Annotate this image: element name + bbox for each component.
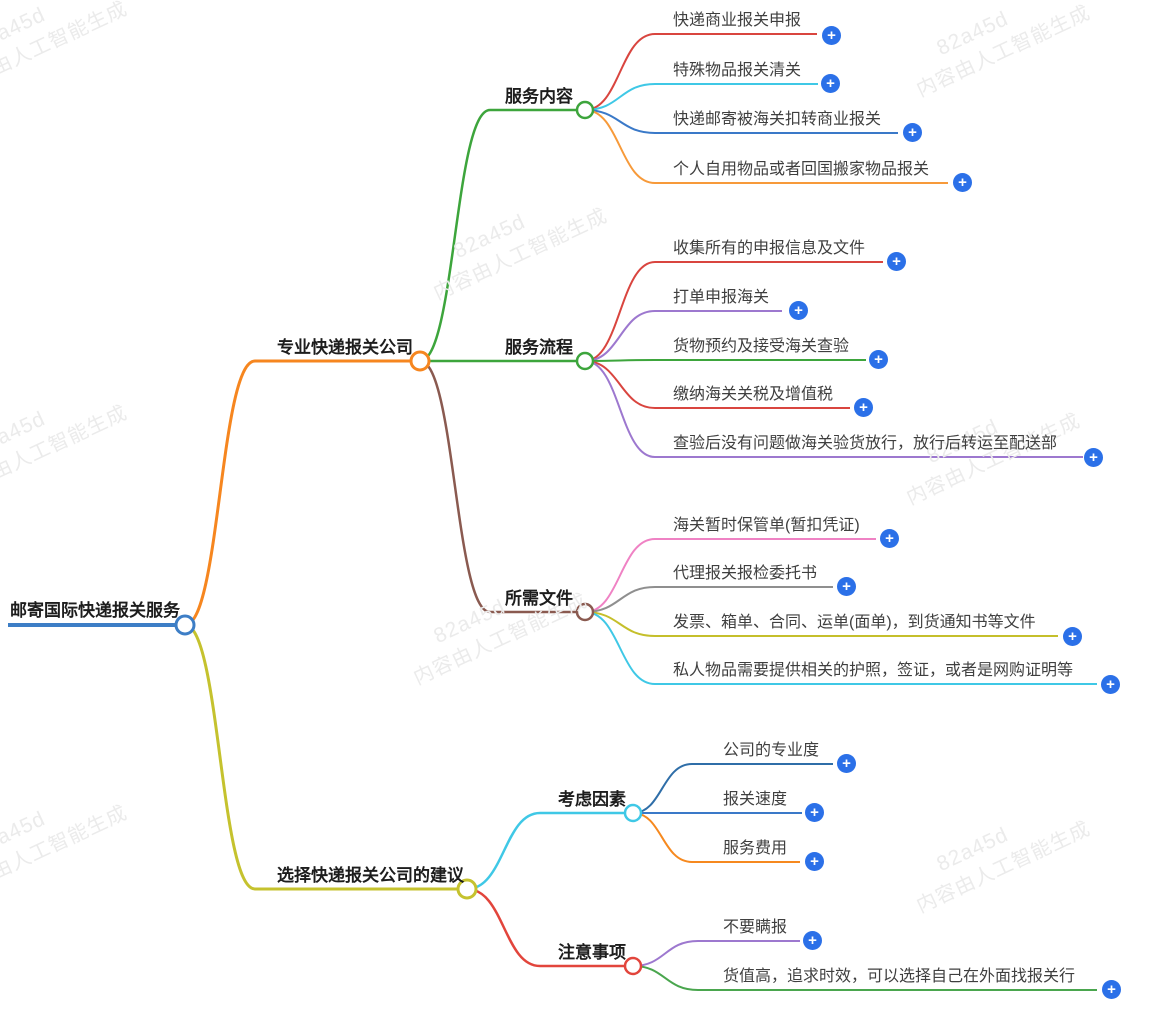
- leaf-line: [584, 310, 782, 362]
- leaf-label[interactable]: 查验后没有问题做海关验货放行，放行后转运至配送部: [673, 435, 1058, 452]
- plus-icon: +: [810, 804, 819, 821]
- node-toggle-service-process[interactable]: [575, 351, 595, 371]
- expand-button[interactable]: +: [1063, 627, 1082, 646]
- leaf-line: [584, 538, 876, 613]
- leaf-line: [632, 965, 1097, 991]
- node-service-process-label[interactable]: 服务流程: [505, 338, 573, 357]
- leaf-label[interactable]: 货物预约及接受海关查验: [673, 338, 850, 355]
- expand-button[interactable]: +: [1102, 980, 1121, 999]
- expand-button[interactable]: +: [887, 252, 906, 271]
- plus-icon: +: [892, 253, 901, 270]
- node-toggle-precautions[interactable]: [623, 956, 643, 976]
- plus-icon: +: [842, 578, 851, 595]
- branch-line-service-content: [419, 108, 577, 363]
- leaf-line: [584, 359, 866, 362]
- expand-button[interactable]: +: [789, 301, 808, 320]
- leaf-line: [584, 83, 818, 111]
- node-toggle-required-documents[interactable]: [575, 602, 595, 622]
- node-service-content-label[interactable]: 服务内容: [505, 87, 573, 106]
- leaf-label[interactable]: 服务费用: [723, 840, 788, 857]
- expand-button[interactable]: +: [953, 173, 972, 192]
- leaf-line: [584, 109, 948, 184]
- leaf-line: [584, 611, 1058, 637]
- plus-icon: +: [885, 530, 894, 547]
- leaf-label[interactable]: 快递商业报关申报: [673, 12, 802, 29]
- leaf-label[interactable]: 缴纳海关关税及增值税: [673, 386, 834, 403]
- leaf-label[interactable]: 公司的专业度: [723, 742, 820, 759]
- node-root-label[interactable]: 邮寄国际快递报关服务: [10, 601, 180, 620]
- node-toggle-consideration-factors[interactable]: [623, 803, 643, 823]
- plus-icon: +: [908, 124, 917, 141]
- plus-icon: +: [1106, 676, 1115, 693]
- plus-icon: +: [827, 27, 836, 44]
- leaf-line: [584, 611, 1097, 685]
- node-required-documents-label[interactable]: 所需文件: [505, 589, 573, 608]
- leaf-label[interactable]: 不要瞒报: [723, 919, 788, 936]
- leaf-label[interactable]: 报关速度: [723, 791, 788, 808]
- node-precautions-label[interactable]: 注意事项: [558, 943, 626, 962]
- expand-button[interactable]: +: [880, 529, 899, 548]
- expand-button[interactable]: +: [1084, 448, 1103, 467]
- leaf-label[interactable]: 个人自用物品或者回国搬家物品报关: [673, 161, 930, 178]
- leaf-line: [632, 940, 800, 967]
- plus-icon: +: [874, 351, 883, 368]
- expand-button[interactable]: +: [821, 74, 840, 93]
- expand-button[interactable]: +: [903, 123, 922, 142]
- leaf-label[interactable]: 海关暂时保管单(暂扣凭证): [673, 517, 860, 534]
- expand-button[interactable]: +: [869, 350, 888, 369]
- node-consideration-factors-label[interactable]: 考虑因素: [558, 790, 626, 809]
- plus-icon: +: [842, 755, 851, 772]
- leaf-label[interactable]: 收集所有的申报信息及文件: [673, 240, 866, 257]
- leaf-line: [584, 109, 898, 134]
- expand-button[interactable]: +: [803, 931, 822, 950]
- node-toggle-selection-advice[interactable]: [456, 878, 478, 900]
- plus-icon: +: [808, 932, 817, 949]
- leaf-label[interactable]: 打单申报海关: [673, 289, 770, 306]
- expand-button[interactable]: +: [805, 803, 824, 822]
- leaf-line: [632, 812, 800, 863]
- plus-icon: +: [1068, 628, 1077, 645]
- expand-button[interactable]: +: [854, 398, 873, 417]
- leaf-line: [584, 586, 833, 613]
- leaf-line: [584, 33, 817, 111]
- plus-icon: +: [1089, 449, 1098, 466]
- branch-line-consideration-factors: [466, 811, 625, 891]
- leaf-label[interactable]: 代理报关报检委托书: [673, 565, 818, 582]
- node-toggle-service-content[interactable]: [575, 100, 595, 120]
- leaf-line: [584, 261, 883, 362]
- leaf-label[interactable]: 发票、箱单、合同、运单(面单)，到货通知书等文件: [673, 614, 1036, 631]
- branch-line-precautions: [466, 887, 625, 968]
- plus-icon: +: [810, 853, 819, 870]
- node-toggle-root[interactable]: [174, 614, 196, 636]
- expand-button[interactable]: +: [1101, 675, 1120, 694]
- node-selection-advice-label[interactable]: 选择快递报关公司的建议: [277, 866, 464, 885]
- leaf-line: [584, 360, 1083, 458]
- plus-icon: +: [794, 302, 803, 319]
- plus-icon: +: [859, 399, 868, 416]
- plus-icon: +: [958, 174, 967, 191]
- branch-line-selection-advice: [184, 623, 458, 891]
- expand-button[interactable]: +: [837, 754, 856, 773]
- leaf-label[interactable]: 货值高，追求时效，可以选择自己在外面找报关行: [723, 968, 1076, 985]
- node-professional-company-label[interactable]: 专业快递报关公司: [277, 338, 413, 357]
- expand-button[interactable]: +: [837, 577, 856, 596]
- leaf-label[interactable]: 私人物品需要提供相关的护照，签证，或者是网购证明等: [673, 662, 1074, 679]
- expand-button[interactable]: +: [805, 852, 824, 871]
- plus-icon: +: [1107, 981, 1116, 998]
- plus-icon: +: [826, 75, 835, 92]
- leaf-label[interactable]: 特殊物品报关清关: [673, 62, 802, 79]
- leaf-label[interactable]: 快递邮寄被海关扣转商业报关: [673, 111, 882, 128]
- branch-line-professional-company: [184, 359, 411, 627]
- leaf-line: [584, 360, 850, 409]
- node-toggle-professional-company[interactable]: [409, 350, 431, 372]
- leaf-line: [632, 763, 833, 814]
- expand-button[interactable]: +: [822, 26, 841, 45]
- branch-line-required-documents: [419, 359, 577, 614]
